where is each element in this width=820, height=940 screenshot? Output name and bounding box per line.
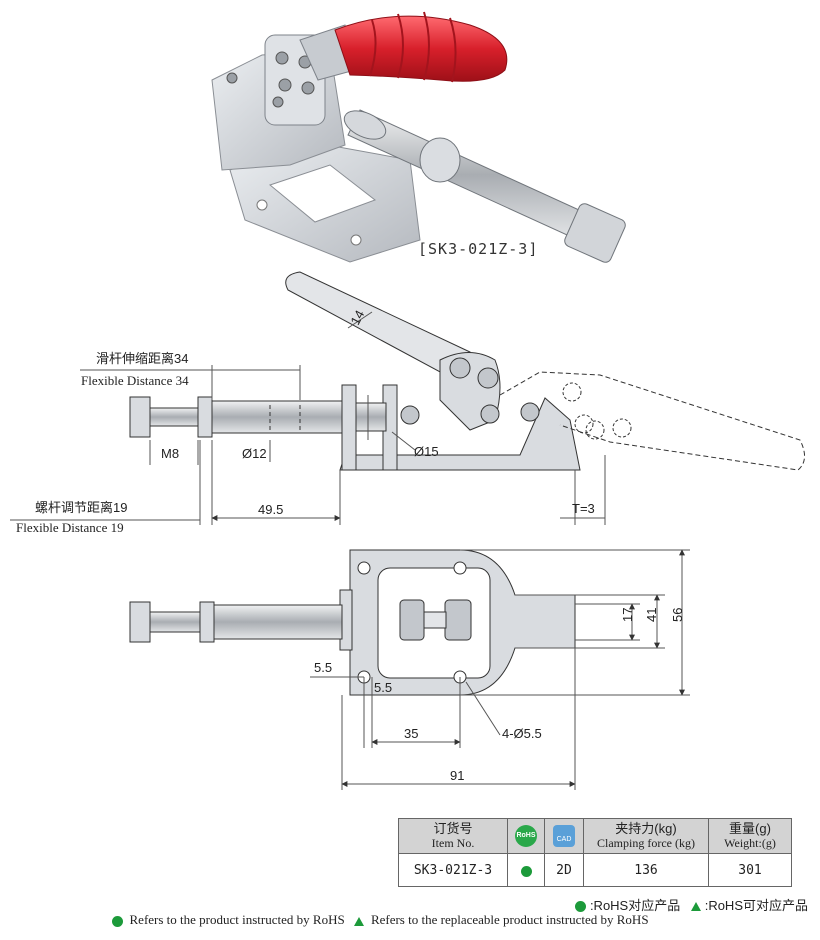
width-41-label: 41 — [644, 608, 659, 622]
offset-b-label: 5.5 — [374, 680, 392, 695]
side-view — [10, 271, 805, 525]
table-row: SK3-021Z-3 2D 136 301 — [398, 853, 792, 887]
overall-length-label: 91 — [450, 768, 464, 783]
legend-cn-b: :RoHS可对应产品 — [704, 898, 808, 913]
flex34-cn-label: 滑杆伸缩距离34 — [96, 351, 188, 366]
header-rohs: RoHS — [507, 818, 545, 854]
header-item: 订货号 Item No. — [398, 818, 508, 854]
red-grip-icon — [334, 15, 508, 82]
rohs-dot-icon — [112, 915, 123, 927]
holes-label: 4-Ø5.5 — [502, 726, 542, 741]
thread-label: M8 — [161, 446, 179, 461]
legend-cn: :RoHS对应产品 :RoHS可对应产品 — [575, 895, 808, 914]
header-force: 夹持力(kg) Clamping force (kg) — [583, 818, 709, 854]
flex19-en-label: Flexible Distance 19 — [16, 520, 124, 535]
header-item-cn: 订货号 — [433, 821, 473, 836]
legend-en-b: Refers to the replaceable product instru… — [370, 912, 649, 927]
rohs-triangle-icon — [354, 916, 365, 926]
header-force-cn: 夹持力(kg) — [615, 821, 677, 836]
cell-force: 136 — [583, 853, 709, 887]
cell-cad: 2D — [544, 853, 584, 887]
length-49-label: 49.5 — [258, 502, 283, 517]
handle-width-label: 14 — [347, 308, 367, 328]
cell-rohs — [507, 853, 545, 887]
top-dimension-labels: 17 41 56 5.5 5.5 35 4-Ø5.5 91 — [314, 608, 685, 783]
flex34-en-label: Flexible Distance 34 — [81, 373, 189, 388]
header-weight-cn: 重量(g) — [729, 821, 771, 836]
cell-item: SK3-021Z-3 — [398, 853, 508, 887]
rod-dia-label: Ø12 — [242, 446, 267, 461]
legend-en: Refers to the product instructed by RoHS… — [112, 912, 649, 928]
header-weight-en: Weight:(g) — [724, 836, 776, 850]
header-force-en: Clamping force (kg) — [597, 836, 695, 850]
width-56-label: 56 — [670, 608, 685, 622]
header-cad: CAD — [544, 818, 584, 854]
header-item-en: Item No. — [431, 836, 475, 850]
rohs-icon: RoHS — [515, 825, 537, 847]
thickness-label: T=3 — [572, 501, 595, 516]
collar-dia-label: Ø15 — [414, 444, 439, 459]
top-view — [129, 549, 690, 790]
side-dimension-labels: 滑杆伸缩距离34 Flexible Distance 34 螺杆调节距离19 F… — [16, 308, 595, 535]
cad-icon: CAD — [553, 825, 575, 847]
legend-en-a: Refers to the product instructed by RoHS — [129, 912, 345, 927]
flex19-cn-label: 螺杆调节距离19 — [35, 500, 127, 515]
header-weight: 重量(g) Weight:(g) — [708, 818, 792, 854]
legend-cn-a: :RoHS对应产品 — [589, 898, 681, 913]
hole-spacing-label: 35 — [404, 726, 418, 741]
rohs-dot-icon — [520, 865, 532, 877]
product-photo — [211, 11, 626, 263]
cell-weight: 301 — [708, 853, 792, 887]
rohs-dot-icon — [575, 901, 587, 913]
product-code-label: [SK3-021Z-3] — [418, 240, 538, 258]
spec-table-header: 订货号 Item No. RoHS CAD 夹持力(kg) Clamping f… — [398, 818, 792, 854]
offset-a-label: 5.5 — [314, 660, 332, 675]
width-17-label: 17 — [620, 608, 635, 622]
rohs-triangle-icon — [691, 902, 702, 912]
spec-table: 订货号 Item No. RoHS CAD 夹持力(kg) Clamping f… — [398, 818, 792, 887]
